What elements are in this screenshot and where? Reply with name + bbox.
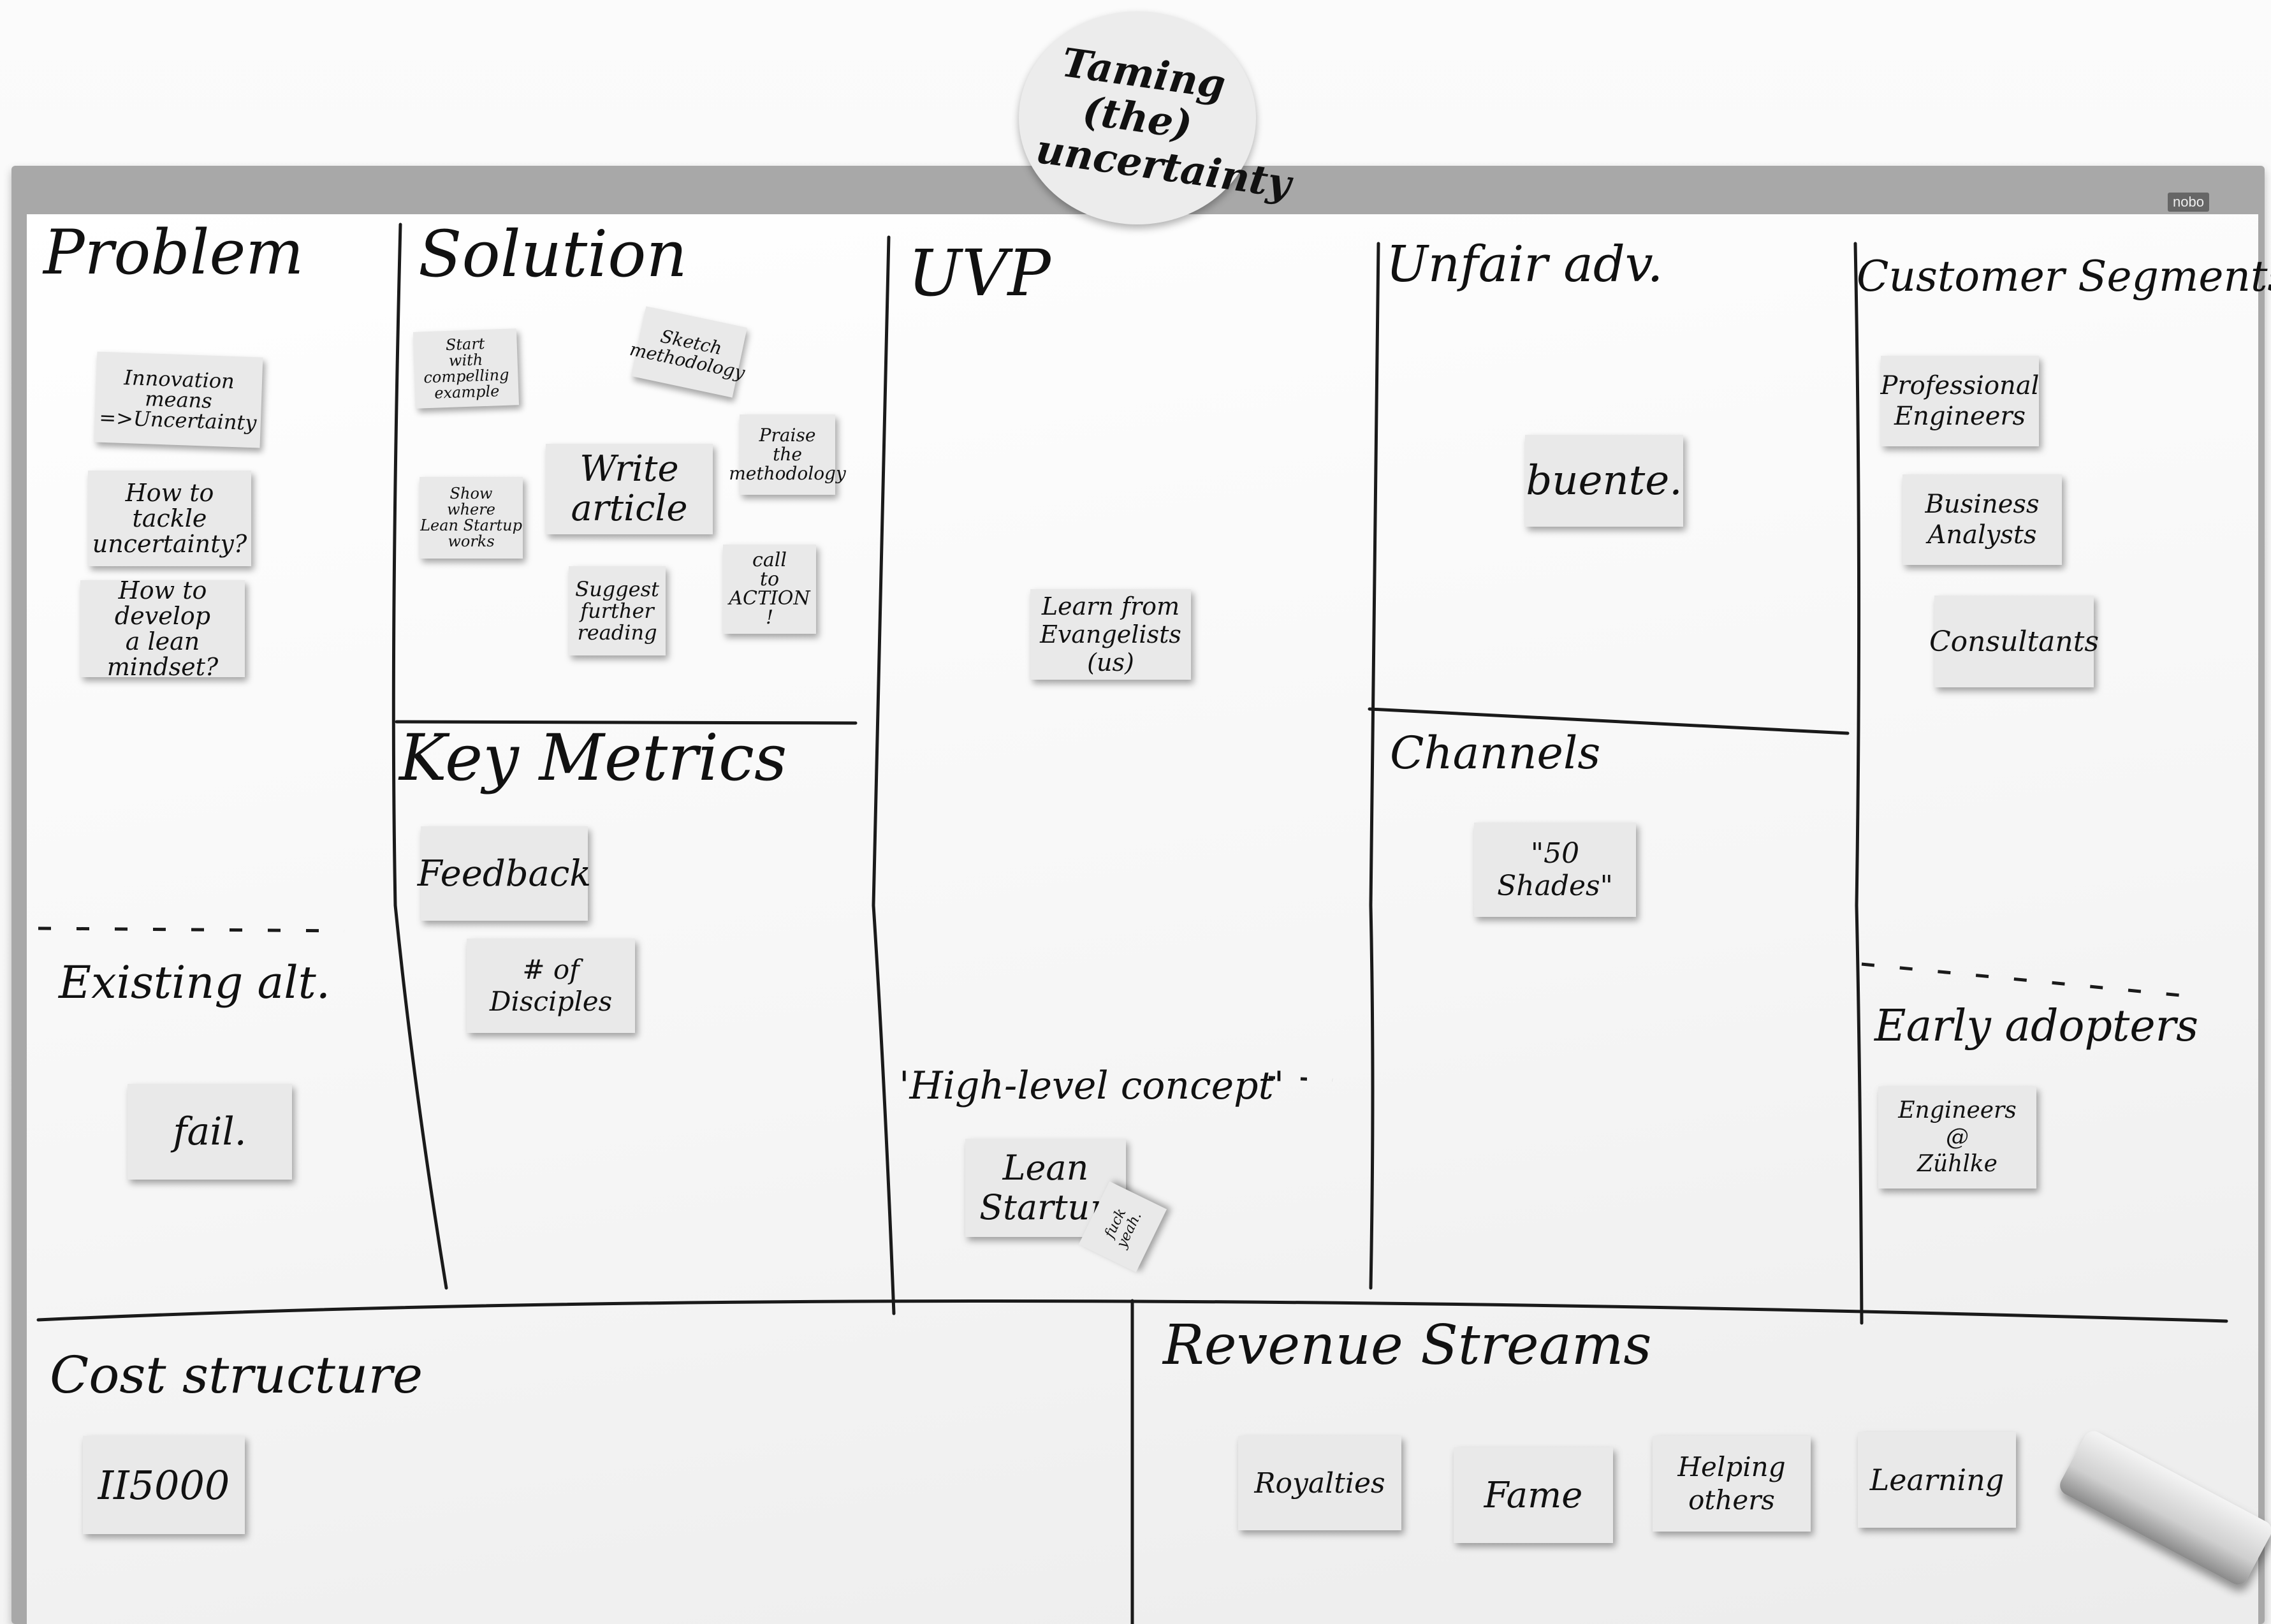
- divider-problem-existing: [38, 926, 345, 933]
- header-key-metrics: Key Metrics: [399, 721, 787, 795]
- header-customer-segments: Customer Segments: [1857, 252, 2271, 301]
- whiteboard-surface: [27, 214, 2258, 1624]
- sticky-note[interactable]: Consultants: [1929, 596, 2099, 687]
- sticky-note[interactable]: Suggest further reading: [569, 566, 666, 655]
- header-cost-structure: Cost structure: [50, 1345, 423, 1405]
- sticky-note[interactable]: Praise the methodology: [729, 414, 846, 495]
- title-circle: Taming (the) uncertainty: [1019, 11, 1294, 224]
- header-solution: Solution: [418, 217, 687, 291]
- divider-problem-solution: [391, 223, 448, 1290]
- sticky-note[interactable]: Feedback: [418, 826, 591, 921]
- sticky-note[interactable]: Fame: [1454, 1447, 1613, 1543]
- sticky-note[interactable]: "50 Shades": [1474, 823, 1636, 917]
- sticky-note[interactable]: Learning: [1858, 1432, 2016, 1528]
- sticky-note[interactable]: Professional Engineers: [1881, 356, 2039, 446]
- header-revenue-streams: Revenue Streams: [1163, 1313, 1652, 1377]
- sticky-note[interactable]: Engineers @ Zühlke: [1878, 1086, 2036, 1189]
- sticky-note[interactable]: How to develop a lean mindset?: [80, 578, 245, 680]
- header-high-level-concept: 'High-level concept': [899, 1064, 1285, 1108]
- divider-unfair-channels: [1368, 707, 1850, 735]
- sticky-note[interactable]: II5000: [83, 1436, 245, 1534]
- sticky-note[interactable]: Start with compelling example: [413, 328, 520, 409]
- header-existing-alternatives: Existing alt.: [59, 956, 331, 1009]
- sticky-note[interactable]: # of Disciples: [467, 939, 635, 1033]
- sticky-note[interactable]: Business Analysts: [1902, 474, 2062, 565]
- sticky-note[interactable]: Learn from Evangelists (us): [1030, 589, 1191, 680]
- header-uvp: UVP: [908, 236, 1051, 311]
- brand-label: nobo: [2168, 193, 2209, 212]
- divider-unfair-segments: [1853, 242, 1864, 1325]
- sticky-note[interactable]: Royalties: [1238, 1436, 1401, 1530]
- header-channels: Channels: [1390, 727, 1601, 779]
- sticky-note[interactable]: call to ACTION !: [723, 545, 816, 634]
- sticky-note[interactable]: Innovation means =>Uncertainty: [94, 351, 263, 448]
- header-problem: Problem: [43, 217, 304, 288]
- sticky-note[interactable]: Show where Lean Startup works: [420, 477, 523, 559]
- sticky-note[interactable]: Helping others: [1653, 1436, 1811, 1532]
- sticky-note[interactable]: fail.: [128, 1084, 292, 1180]
- divider-uvp-unfair: [1369, 242, 1380, 1290]
- header-unfair-advantage: Unfair adv.: [1386, 236, 1663, 293]
- sticky-note[interactable]: buente.: [1525, 435, 1683, 527]
- header-early-adopters: Early adopters: [1874, 1001, 2198, 1051]
- sticky-note[interactable]: Write article: [546, 444, 713, 534]
- divider-concept-dots: [1268, 1076, 1333, 1082]
- divider-solution-metrics: [395, 720, 858, 725]
- divider-bottom: [36, 1299, 2228, 1323]
- divider-segments-early: [1861, 962, 2200, 999]
- divider-solution-uvp: [872, 235, 896, 1315]
- sticky-note[interactable]: How to tackle uncertainty?: [88, 471, 251, 566]
